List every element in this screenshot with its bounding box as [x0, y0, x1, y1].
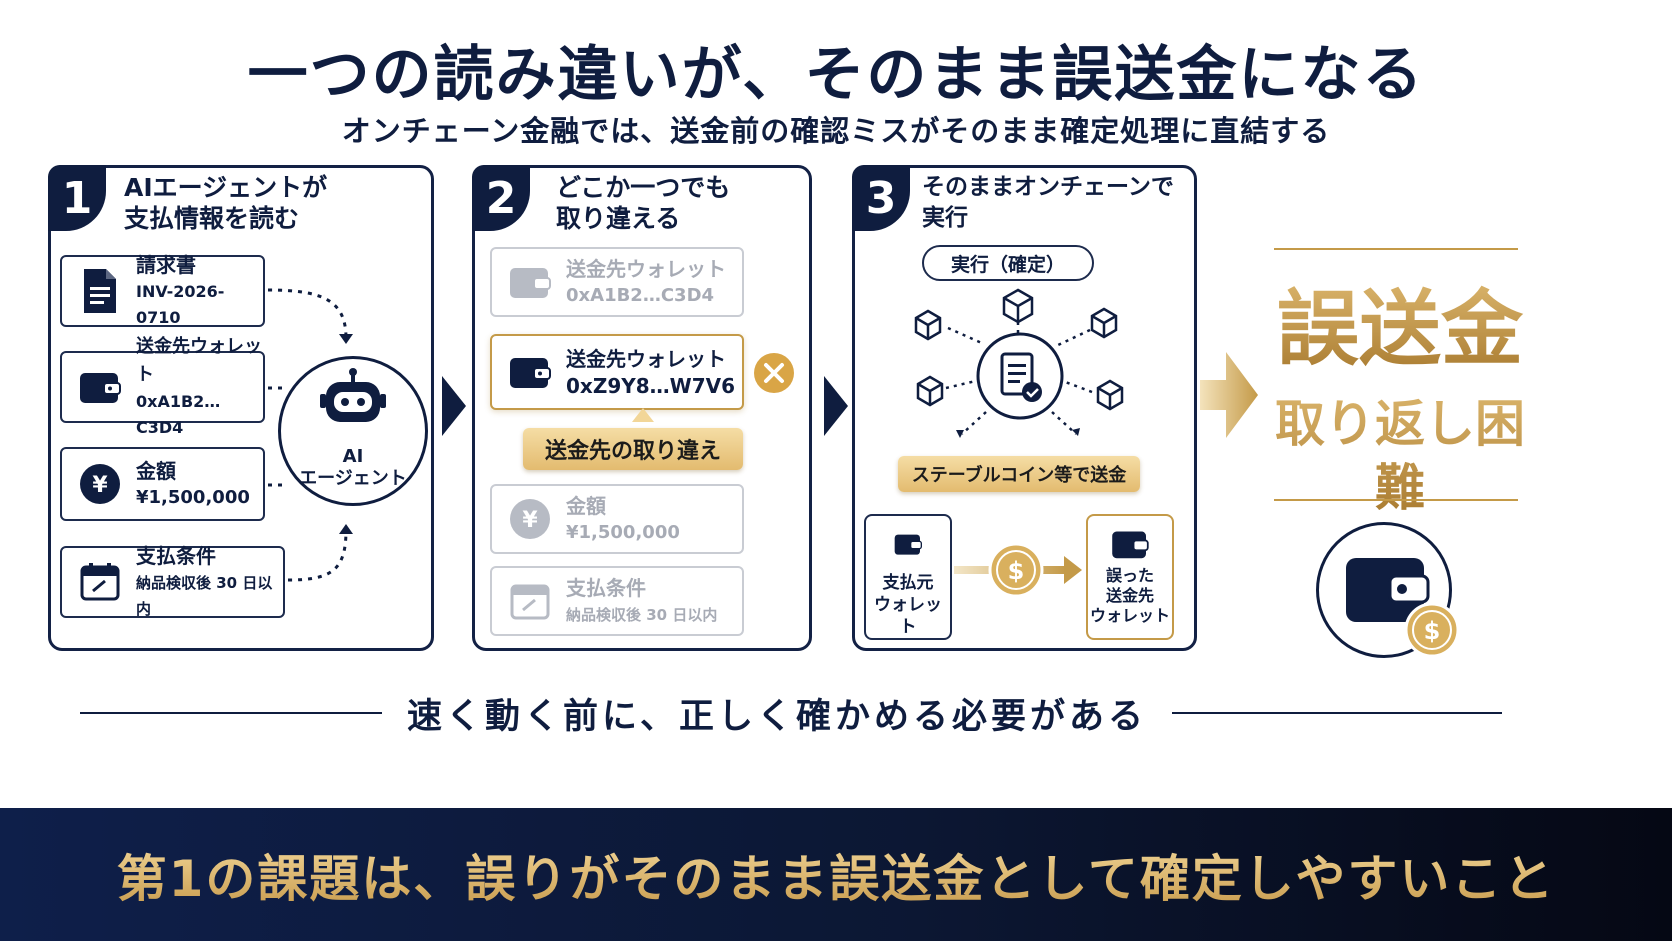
slogan-text: 速く動く前に、正しく確かめる必要がある: [407, 697, 1147, 737]
bottom-banner: 第1の課題は、誤りがそのまま誤送金として確定しやすいこと: [0, 808, 1672, 941]
result-title: 誤送金: [1260, 282, 1540, 378]
invoice-card: 請求書 INV-2026-0710: [60, 253, 265, 327]
step1-number: 1: [48, 165, 106, 231]
wallet-icon: [894, 534, 922, 555]
amount-label-faded: 金額: [566, 494, 606, 518]
wallet-icon: [506, 348, 554, 396]
document-icon: [76, 267, 124, 315]
amount-card: ¥ 金額 ¥1,500,000: [60, 447, 265, 521]
wrong-wallet-line1: 誤った: [1105, 566, 1154, 585]
wrong-destination-wallet: 誤った 送金先 ウォレット: [1086, 514, 1174, 640]
terms-label-faded: 支払条件: [566, 576, 646, 600]
page-title: 一つの読み違いが、そのまま誤送金になる: [247, 40, 1425, 110]
ai-agent-label-line1: AI: [342, 446, 364, 467]
slogan-rule-left: [80, 712, 382, 714]
blockchain-network: [914, 288, 1124, 438]
slogan-rule-right: [1172, 712, 1502, 714]
ai-agent-label-line2: エージェント: [299, 468, 407, 489]
step2-title-line2: 取り違える: [556, 204, 681, 233]
svg-text:$: $: [1424, 617, 1441, 645]
tag-pointer: [632, 408, 654, 422]
step1-title: AIエージェントが 支払情報を読む: [124, 172, 327, 234]
wrong-wallet-line3: ウォレット: [1089, 606, 1170, 625]
transfer-arrow: $: [954, 542, 1082, 598]
terms-label: 支払条件: [136, 544, 216, 568]
robot-icon: [320, 368, 386, 422]
wrong-wallet-value: 0xZ9Y8…W7V6: [566, 374, 736, 398]
step2-title: どこか一つでも 取り違える: [556, 172, 730, 234]
invoice-label: 請求書: [136, 253, 196, 277]
result-subtitle: 取り返し困難: [1260, 392, 1540, 520]
step1-title-line1: AIエージェントが: [124, 173, 328, 202]
wrong-wallet-label: 送金先ウォレット: [566, 347, 726, 371]
terms-card-faded: 支払条件 納品検収後 30 日以内: [490, 566, 744, 636]
calendar-icon: [506, 577, 554, 625]
calendar-icon: [76, 558, 124, 606]
wallet-label: 送金先ウォレット: [136, 336, 262, 385]
result-bottom-rule: [1274, 499, 1518, 501]
svg-text:¥: ¥: [522, 508, 538, 533]
execute-pill: 実行（確定）: [922, 245, 1094, 281]
terms-value: 納品検収後 30 日以内: [136, 574, 273, 618]
wallet-value: 0xA1B2…C3D4: [136, 392, 221, 437]
yen-icon: ¥: [506, 495, 554, 543]
result-top-rule: [1274, 248, 1518, 250]
original-wallet-label: 送金先ウォレット: [566, 257, 726, 281]
invoice-value: INV-2026-0710: [136, 282, 225, 327]
original-wallet-card: 送金先ウォレット 0xA1B2…C3D4: [490, 247, 744, 317]
terms-card: 支払条件 納品検収後 30 日以内: [60, 544, 285, 618]
ai-agent-label: AI エージェント: [278, 446, 428, 490]
source-wallet-line2: ウォレット: [874, 595, 942, 637]
connector-lines: [267, 288, 353, 582]
wallet-coin-icon: $: [1346, 558, 1460, 658]
error-tag: 送金先の取り違え: [523, 428, 743, 470]
amount-card-faded: ¥ 金額 ¥1,500,000: [490, 484, 744, 554]
wallet-icon: [506, 258, 554, 306]
source-wallet: 支払元 ウォレット: [864, 514, 952, 640]
error-x-icon: [754, 353, 794, 393]
wallet-card: 送金先ウォレット 0xA1B2…C3D4: [60, 336, 265, 437]
wallet-icon: [76, 363, 124, 411]
bottom-banner-text: 第1の課題は、誤りがそのまま誤送金として確定しやすいこと: [117, 839, 1556, 911]
svg-text:$: $: [1008, 557, 1025, 585]
step3-title: そのままオンチェーンで 実行: [922, 172, 1174, 234]
original-wallet-value: 0xA1B2…C3D4: [566, 285, 715, 306]
yen-icon: ¥: [76, 460, 124, 508]
chevron-right-icon: [824, 376, 848, 436]
amount-label: 金額: [136, 459, 176, 483]
result-arrow-icon: [1200, 352, 1258, 438]
step3-title-line1: そのままオンチェーンで: [922, 174, 1174, 200]
amount-value-faded: ¥1,500,000: [566, 522, 680, 543]
page-subtitle: オンチェーン金融では、送金前の確認ミスがそのまま確定処理に直結する: [341, 114, 1331, 148]
step2-title-line1: どこか一つでも: [556, 173, 731, 202]
svg-text:¥: ¥: [92, 473, 108, 498]
chevron-right-icon: [442, 376, 466, 436]
wallet-icon: [1112, 531, 1149, 559]
amount-value: ¥1,500,000: [136, 487, 250, 508]
step3-title-line2: 実行: [922, 205, 968, 231]
step1-title-line2: 支払情報を読む: [124, 204, 300, 233]
source-wallet-line1: 支払元: [882, 573, 934, 593]
wrong-wallet-line2: 送金先: [1105, 586, 1154, 605]
wrong-wallet-card: 送金先ウォレット 0xZ9Y8…W7V6: [490, 334, 744, 410]
stablecoin-tag: ステーブルコイン等で送金: [898, 456, 1140, 492]
terms-value-faded: 納品検収後 30 日以内: [566, 606, 718, 624]
